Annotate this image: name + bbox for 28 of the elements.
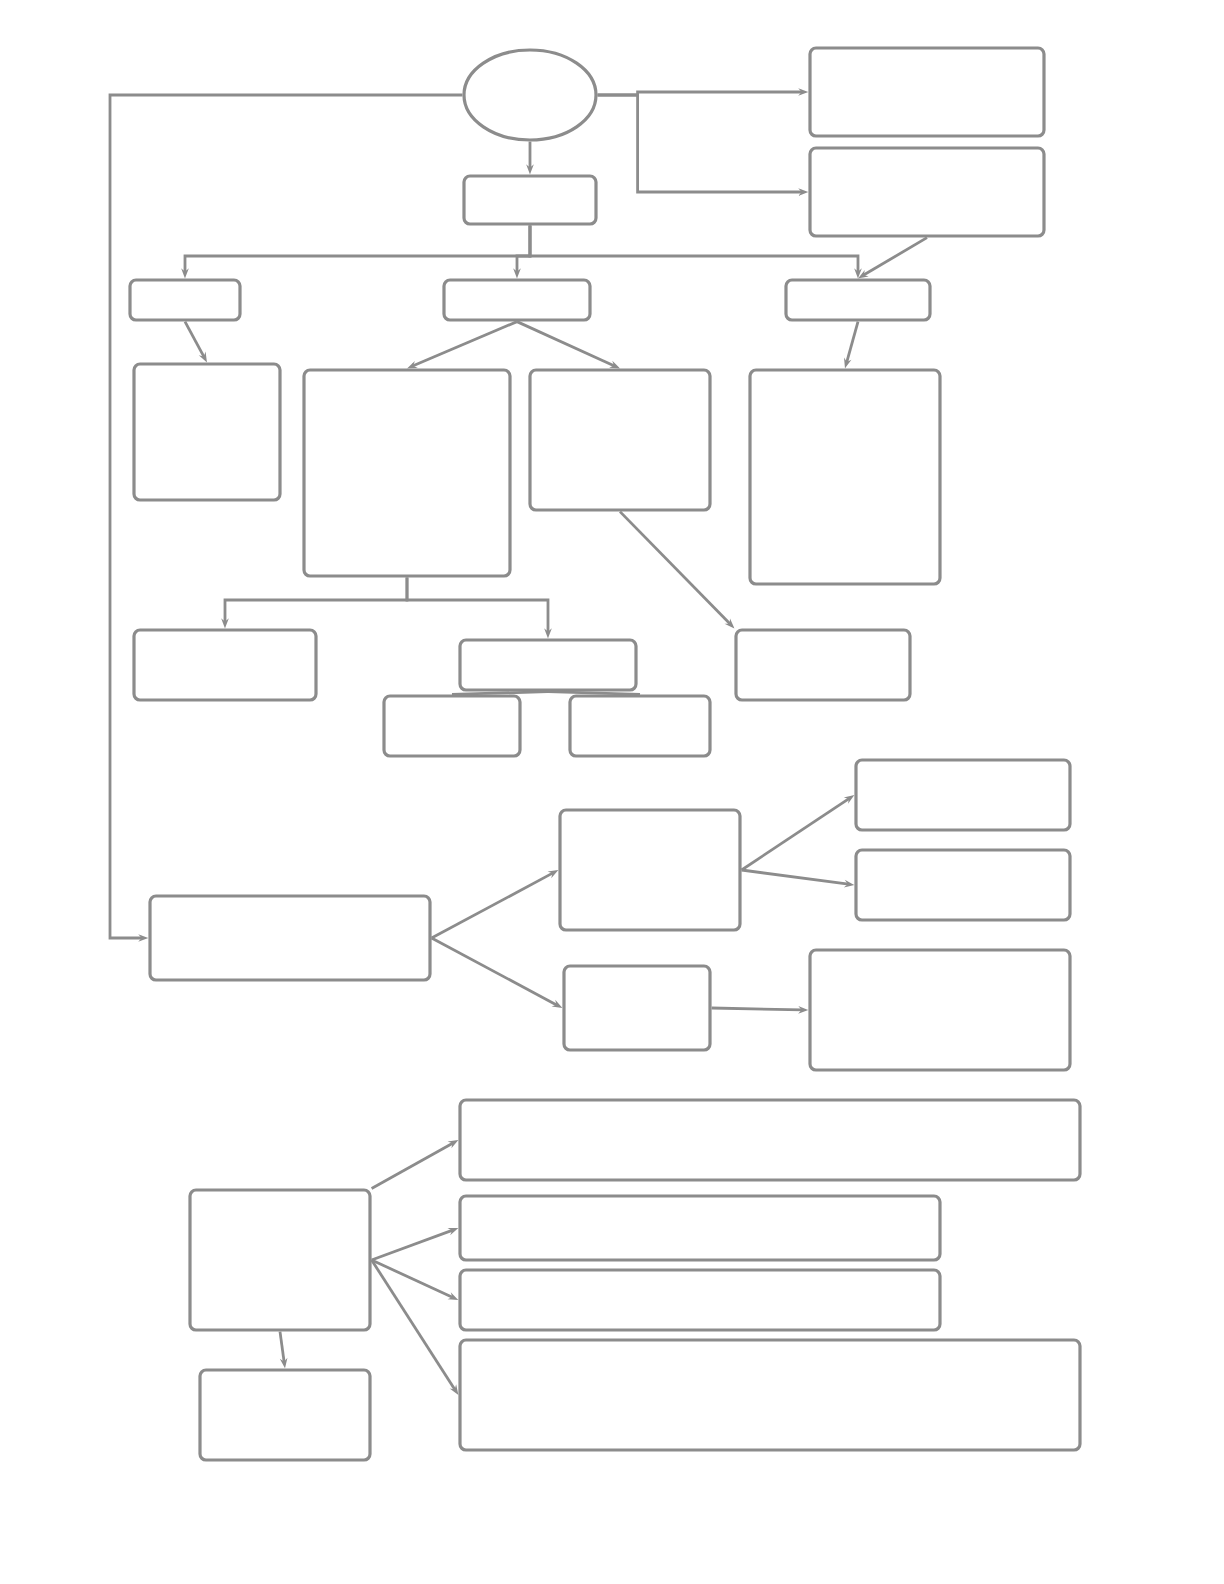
empty-box — [458, 1098, 1082, 1182]
empty-box — [198, 1368, 372, 1462]
empty-box — [808, 948, 1072, 1072]
empty-box — [562, 964, 712, 1052]
empty-ellipse — [462, 48, 598, 142]
empty-box — [808, 46, 1046, 138]
empty-box — [558, 808, 742, 932]
empty-box — [528, 368, 712, 512]
empty-box — [462, 174, 598, 226]
empty-box — [808, 146, 1046, 238]
empty-box — [458, 1268, 942, 1332]
empty-box — [382, 694, 522, 758]
empty-box — [854, 848, 1072, 922]
empty-box — [132, 362, 282, 502]
empty-box — [748, 368, 942, 586]
empty-box — [784, 278, 932, 322]
empty-box — [458, 638, 638, 692]
empty-box — [442, 278, 592, 322]
empty-box — [458, 1338, 1082, 1452]
empty-box — [302, 368, 512, 578]
empty-box — [568, 694, 712, 758]
empty-box — [188, 1188, 372, 1332]
empty-box — [854, 758, 1072, 832]
empty-box — [132, 628, 318, 702]
empty-box — [128, 278, 242, 322]
empty-box — [148, 894, 432, 982]
empty-box — [734, 628, 912, 702]
empty-box — [458, 1194, 942, 1262]
